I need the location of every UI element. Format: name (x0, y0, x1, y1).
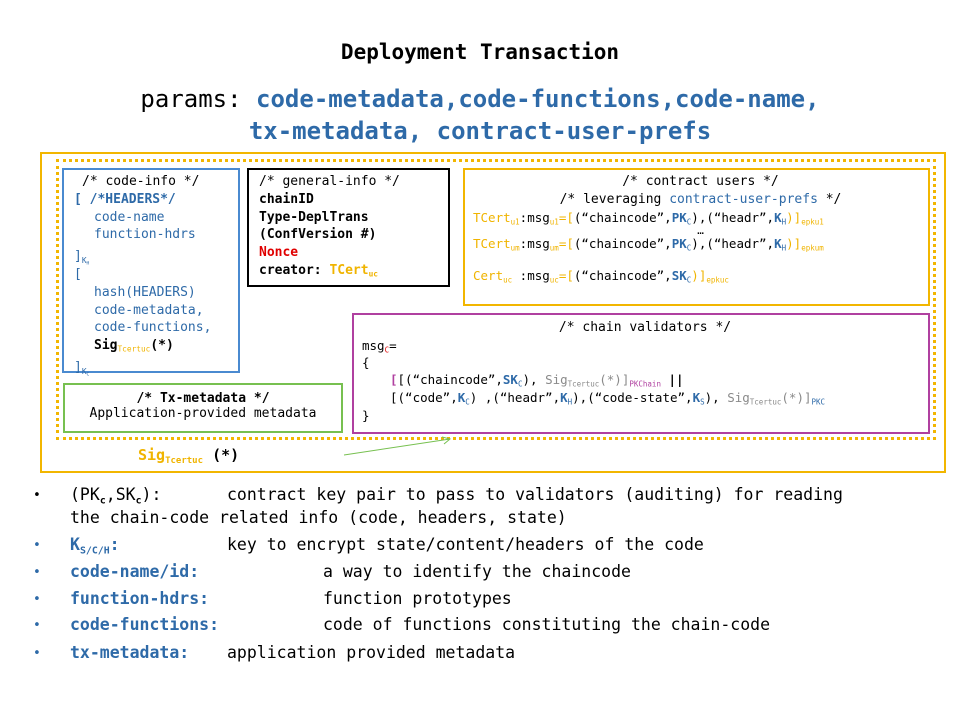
bullet-2: • (33, 538, 41, 553)
legend-desc-key-pair-2: the chain-code related info (code, heade… (70, 508, 567, 527)
legend-term-code-name: code-name/id: (70, 562, 200, 581)
tx-metadata-comment: /* Tx-metadata */ (136, 391, 270, 406)
validator-brace-open: { (362, 355, 370, 370)
general-info-box: /* general-info */ chainID Type-DeplTran… (247, 168, 450, 287)
validator-brace-close: } (362, 408, 370, 423)
code-metadata-field: code-metadata, (94, 302, 204, 318)
params-list: code-metadata,code-functions,code-name, (256, 85, 820, 113)
legend-desc-keys: key to encrypt state/content/headers of … (227, 535, 704, 554)
chain-id-field: chainID (259, 191, 314, 207)
nonce-field: Nonce (259, 245, 299, 261)
bullet-3: • (33, 565, 41, 580)
content-open: [ (74, 266, 82, 282)
bullet-1: • (33, 488, 41, 503)
contract-users-box: /* contract users */ /* leveraging contr… (463, 168, 930, 306)
contract-users-comment-2: /* leveraging contract-user-prefs */ (559, 192, 842, 207)
transaction-signature: SigTcertuc (*) (138, 446, 240, 467)
chain-validators-comment: /* chain validators */ (558, 320, 732, 335)
legend-term-keys: KS/C/H: (70, 535, 120, 557)
code-info-box: /* code-info */ [ /*HEADERS*/ code-name … (62, 168, 240, 377)
user-ellipsis: … (697, 224, 704, 237)
validator-line-2: [(“code”,KC) ,(“headr”,KH),(“code-state”… (390, 390, 826, 407)
signature-arrow (343, 436, 452, 456)
bullet-4: • (33, 592, 41, 607)
legend-term-key-pair: (PKc,SKc): (70, 485, 162, 507)
code-name-field: code-name (94, 209, 165, 225)
hash-headers-field: hash(HEADERS) (94, 284, 196, 300)
code-signature: SigTcertuc(*) (94, 338, 174, 354)
legend-desc-function-hdrs: function prototypes (323, 589, 512, 608)
content-close: ]KC (74, 359, 90, 378)
legend-desc-code-name: a way to identify the chaincode (323, 562, 631, 581)
tx-metadata-box: /* Tx-metadata */ Application-provided m… (63, 383, 343, 433)
page-title: Deployment Transaction (340, 40, 620, 64)
function-hdrs-field: function-hdrs (94, 227, 196, 243)
user-row-1: TCertu1:msgu1=[(“chaincode”,PKC),(“headr… (473, 210, 824, 227)
bullet-5: • (33, 618, 41, 633)
user-row-creator: Certuc :msguc=[(“chaincode”,SKC)]epkuc (473, 268, 729, 285)
legend-term-function-hdrs: function-hdrs: (70, 589, 210, 608)
headers-open: [ /*HEADERS*/ (74, 191, 176, 207)
transaction-outer-box (40, 152, 946, 473)
legend-desc-key-pair: contract key pair to pass to validators … (227, 485, 843, 504)
signature-arrow-head (441, 436, 452, 445)
tx-metadata-desc: Application-provided metadata (89, 406, 317, 421)
signature-arrow-line (343, 438, 451, 456)
validator-line-1: [[(“chaincode”,SKC), SigTcertuc(*)]PKCha… (390, 372, 684, 389)
legend-desc-code-functions: code of functions constituting the chain… (323, 615, 771, 634)
params-line-2: tx-metadata, contract-user-prefs (248, 117, 712, 145)
params-label: params: (140, 85, 242, 113)
type-field: Type-DeplTrans (259, 209, 369, 225)
headers-close: ]KH (74, 249, 90, 267)
validator-msg: msgC= (362, 338, 397, 355)
contract-users-comment: /* contract users */ (622, 174, 779, 189)
chain-validators-box: /* chain validators */ msgC= { [[(“chain… (352, 313, 930, 434)
code-info-comment: /* code-info */ (82, 174, 200, 189)
user-row-2: TCertum:msgum=[(“chaincode”,PKC),(“headr… (473, 236, 824, 253)
creator-field: creator: TCertuc (259, 262, 378, 279)
signed-region-box (56, 159, 936, 440)
general-info-comment: /* general-info */ (259, 174, 400, 189)
legend-desc-tx-metadata: application provided metadata (227, 643, 516, 662)
code-functions-field: code-functions, (94, 320, 212, 336)
legend-term-tx-metadata: tx-metadata: (70, 643, 190, 662)
params-line-1: params: code-metadata,code-functions,cod… (0, 85, 960, 113)
conf-version-field: (ConfVersion #) (259, 227, 377, 243)
legend-term-code-functions: code-functions: (70, 615, 220, 634)
bullet-6: • (33, 646, 41, 661)
